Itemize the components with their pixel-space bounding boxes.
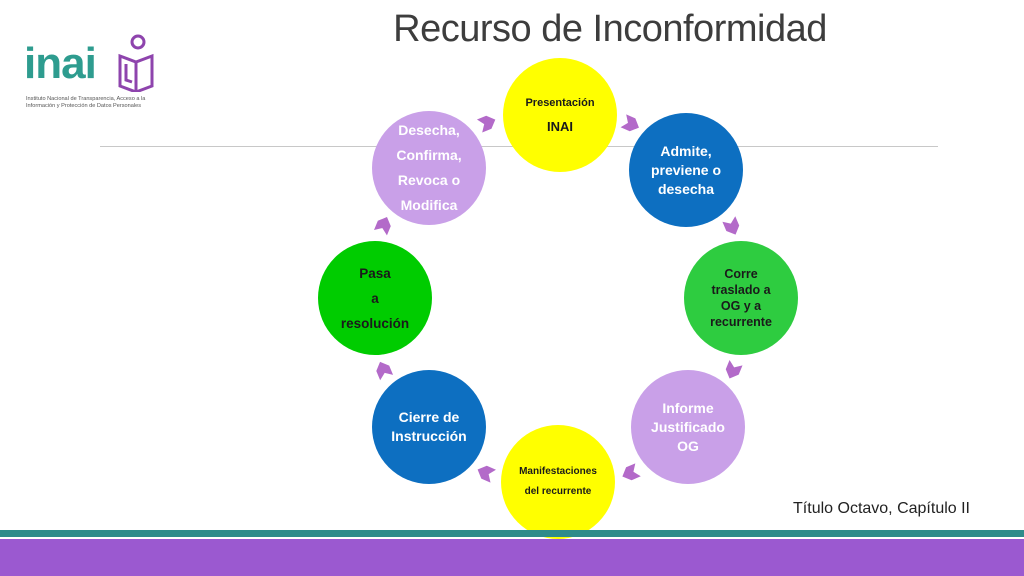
logo-subtitle: Instituto Nacional de Transparencia, Acc… [26,96,146,109]
cycle-node-line: Instrucción [391,428,467,444]
cycle-arrow [476,115,496,133]
page-title: Recurso de Inconformidad [393,8,827,50]
cycle-node: Manifestaciones del recurrente [501,425,615,539]
cycle-node-text: Corre traslado a OG y a recurrente [710,266,772,330]
cycle-node-line: desecha [657,180,715,197]
cycle-node-line: recurrente [710,315,772,329]
cycle-node-text: Manifestaciones del recurrente [519,462,597,502]
cycle-node-line: Corre [724,267,758,281]
cycle-node-line: a [371,290,379,306]
cycle-arrow [620,114,639,132]
cycle-node-line: Presentación [525,97,595,109]
cycle-arrow [477,465,496,483]
cycle-node-line: Pasa [359,265,391,281]
cycle-node-line: Manifestaciones [519,466,597,477]
cycle-node-line: Justificado [651,418,725,435]
cycle-node-text: Cierre de Instrucción [391,408,466,446]
cycle-node-line: traslado a [711,283,771,297]
cycle-node-line: Admite, [660,142,712,159]
inai-logo: inai Instituto Nacional de Transparencia… [24,34,164,114]
logo-wordmark: inai [24,39,97,88]
cycle-node: Pasa a resolución [318,241,432,355]
cycle-node: Cierre de Instrucción [372,370,486,484]
cycle-arrow [374,216,391,236]
cycle-arrow [722,216,740,235]
cycle-node: Corre traslado a OG y a recurrente [684,241,798,355]
cycle-node-line: Confirma, [396,147,462,163]
cycle-node-line: previene o [650,161,722,178]
cycle-node-line: Cierre de [398,409,460,425]
cycle-node-line: OG y a [720,299,762,313]
person-book-icon [118,34,154,92]
cycle-node-line: Modifica [400,197,458,213]
cycle-node-text: Admite, previene o desecha [651,142,721,199]
footer-band-purple [0,539,1024,576]
cycle-node-line: del recurrente [524,486,592,497]
cycle-node-line: INAI [547,119,573,134]
cycle-node-line: OG [677,437,699,454]
cycle-node-line: Revoca o [397,172,461,188]
cycle-node-text: Pasa a resolución [341,261,409,336]
cycle-arrow [725,360,743,379]
cycle-node-line: Desecha, [398,122,460,138]
cycle-node: Admite, previene o desecha [629,113,743,227]
cycle-node-line: Informe [662,399,714,416]
footer-band-teal [0,530,1024,537]
cycle-node-line: resolución [340,315,410,331]
cycle-node-text: Desecha, Confirma, Revoca o Modifica [396,118,461,218]
cycle-node: Desecha, Confirma, Revoca o Modifica [372,111,486,225]
logo-word-text: inai [24,39,97,88]
cycle-arrow [622,463,641,481]
chapter-reference: Título Octavo, Capítulo II [793,500,970,517]
cycle-arrow [376,361,394,381]
